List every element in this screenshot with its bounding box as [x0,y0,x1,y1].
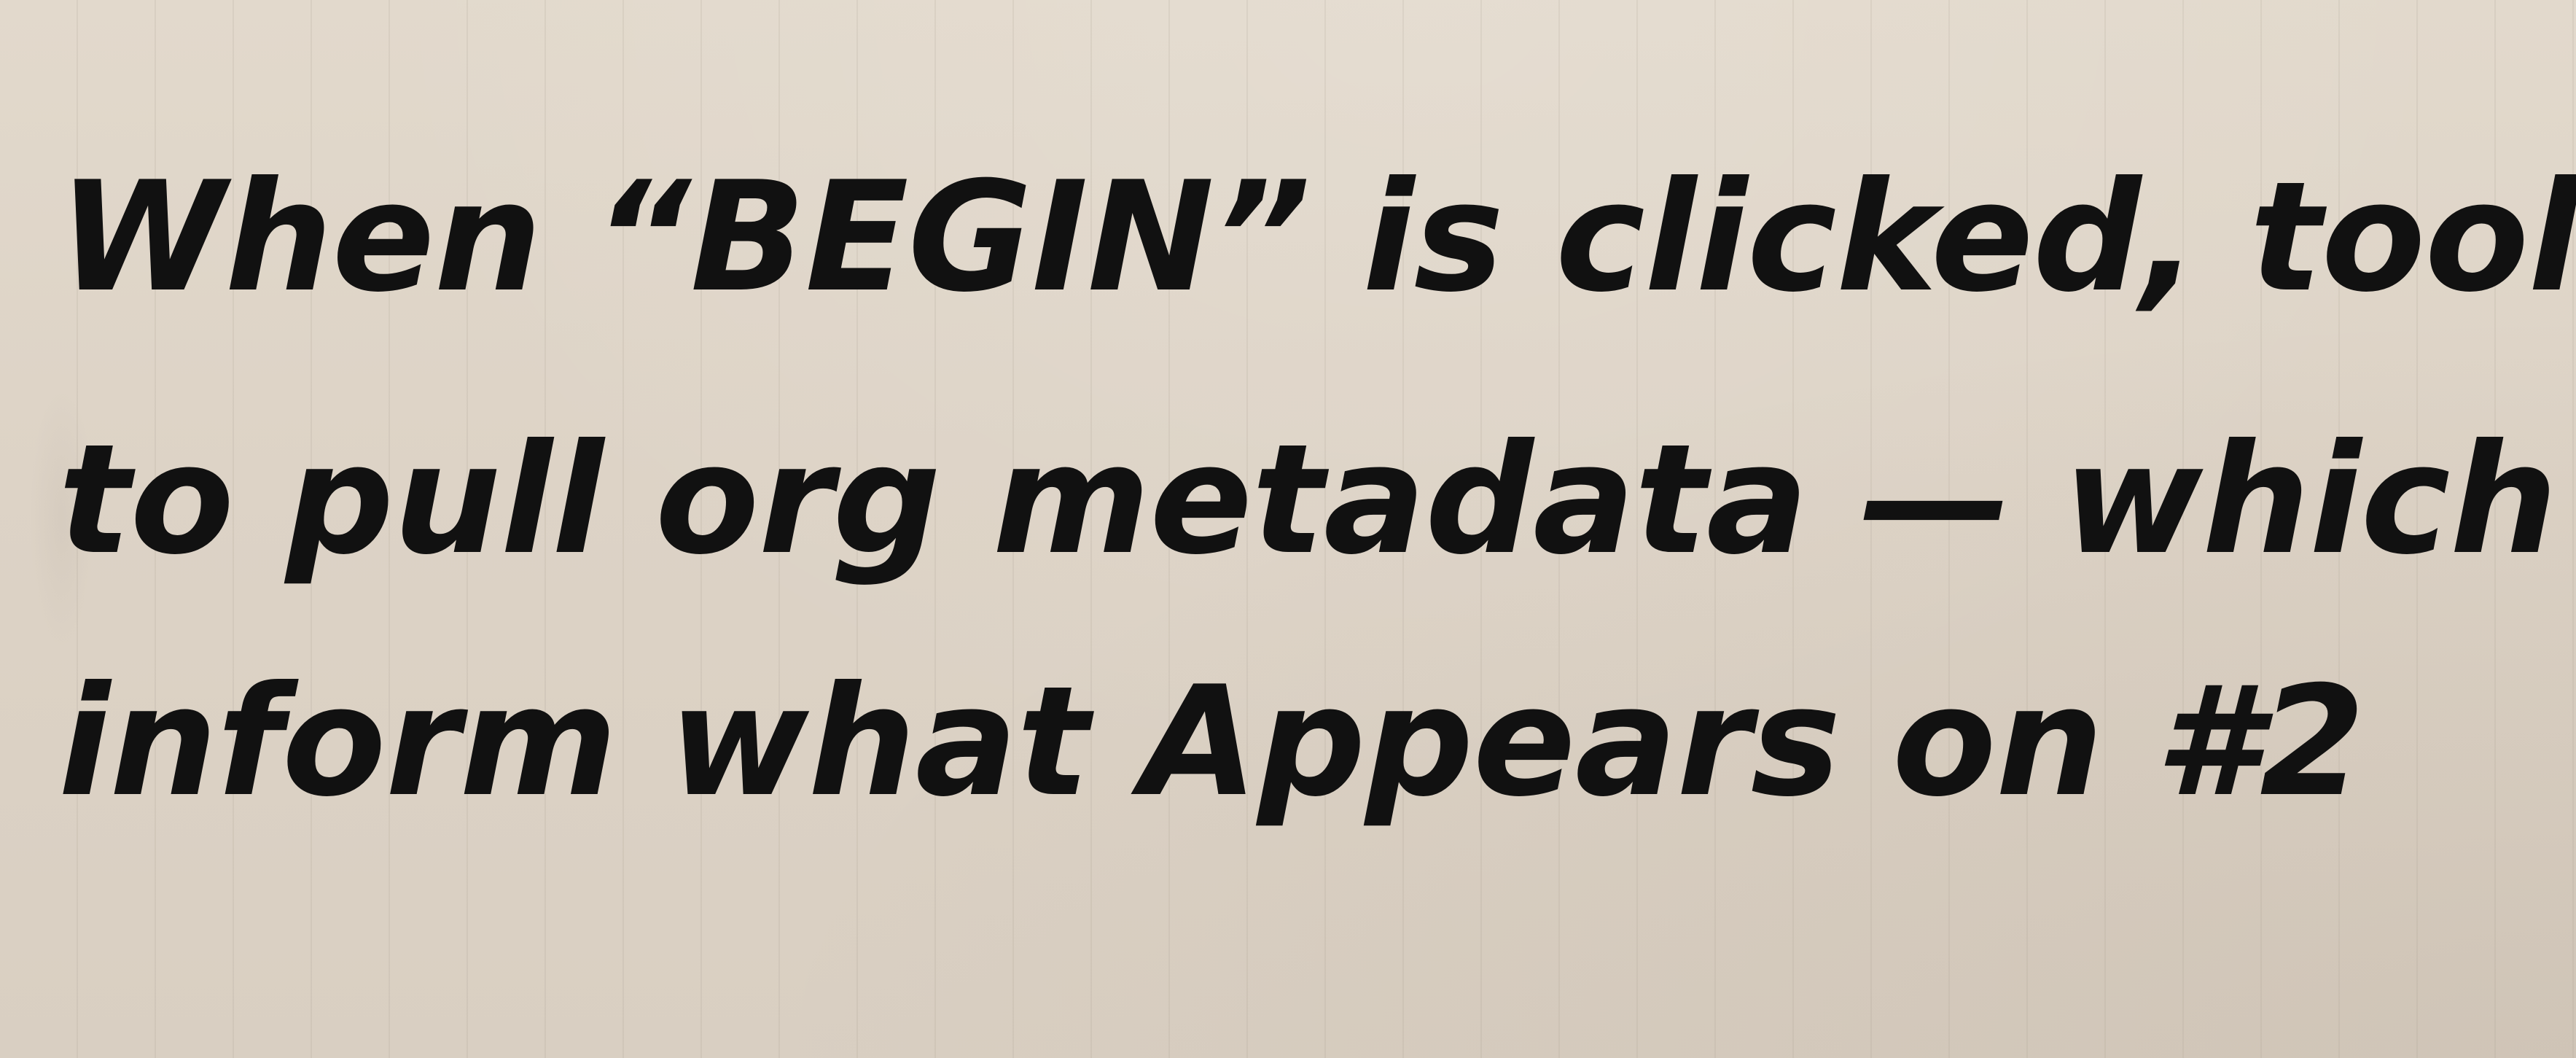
note-line-2: to pull org metadata — which will [58,412,2576,588]
note-line-1: When “BEGIN” is clicked, tool needs [58,149,2576,326]
note-line-3: inform what Appears on #2 [58,654,2365,831]
